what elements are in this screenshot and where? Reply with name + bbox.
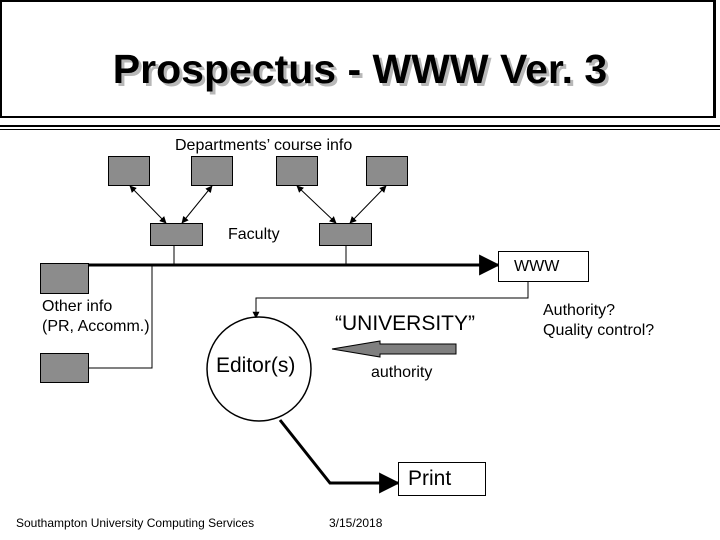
faculty-label: Faculty <box>228 226 280 243</box>
editor-to-print <box>278 419 401 494</box>
dept-arrow-3 <box>296 185 337 224</box>
editor-label: Editor(s) <box>216 354 296 377</box>
title-frame <box>0 0 716 118</box>
www-box <box>498 251 589 282</box>
department-box-3 <box>276 156 318 186</box>
authority-question-line1: Authority? <box>543 302 616 319</box>
footer-date: 3/15/2018 <box>329 516 383 530</box>
authority-arrow <box>331 340 457 358</box>
title-rule-top <box>0 125 720 127</box>
department-box-4 <box>366 156 408 186</box>
dept-arrow-2 <box>181 185 213 224</box>
dept-arrow-1 <box>129 185 167 224</box>
print-box <box>398 462 486 496</box>
editor-circle <box>206 316 312 422</box>
other-info-box-1 <box>40 263 89 294</box>
title-rule-bottom <box>0 129 720 130</box>
www-label: WWW <box>514 258 560 275</box>
faculty-box-1 <box>150 223 203 246</box>
department-box-2 <box>191 156 233 186</box>
faculty-box-2 <box>319 223 372 246</box>
slide-title: Prospectus - WWW Ver. 3 <box>112 46 608 92</box>
authority-question-line2: Quality control? <box>543 322 655 339</box>
dept-arrow-4 <box>349 185 387 224</box>
departments-label: Departments’ course info <box>175 137 353 154</box>
print-label: Print <box>408 467 452 490</box>
department-box-1 <box>108 156 150 186</box>
other-info-branch <box>88 265 153 369</box>
www-to-editor <box>252 282 529 319</box>
university-label: “UNIVERSITY” <box>335 312 476 335</box>
other-info-label-line2: (PR, Accomm.) <box>42 318 150 335</box>
authority-label: authority <box>371 364 433 381</box>
other-info-label-line1: Other info <box>42 298 113 315</box>
other-info-box-2 <box>40 353 89 383</box>
footer-organization: Southampton University Computing Service… <box>16 516 255 530</box>
